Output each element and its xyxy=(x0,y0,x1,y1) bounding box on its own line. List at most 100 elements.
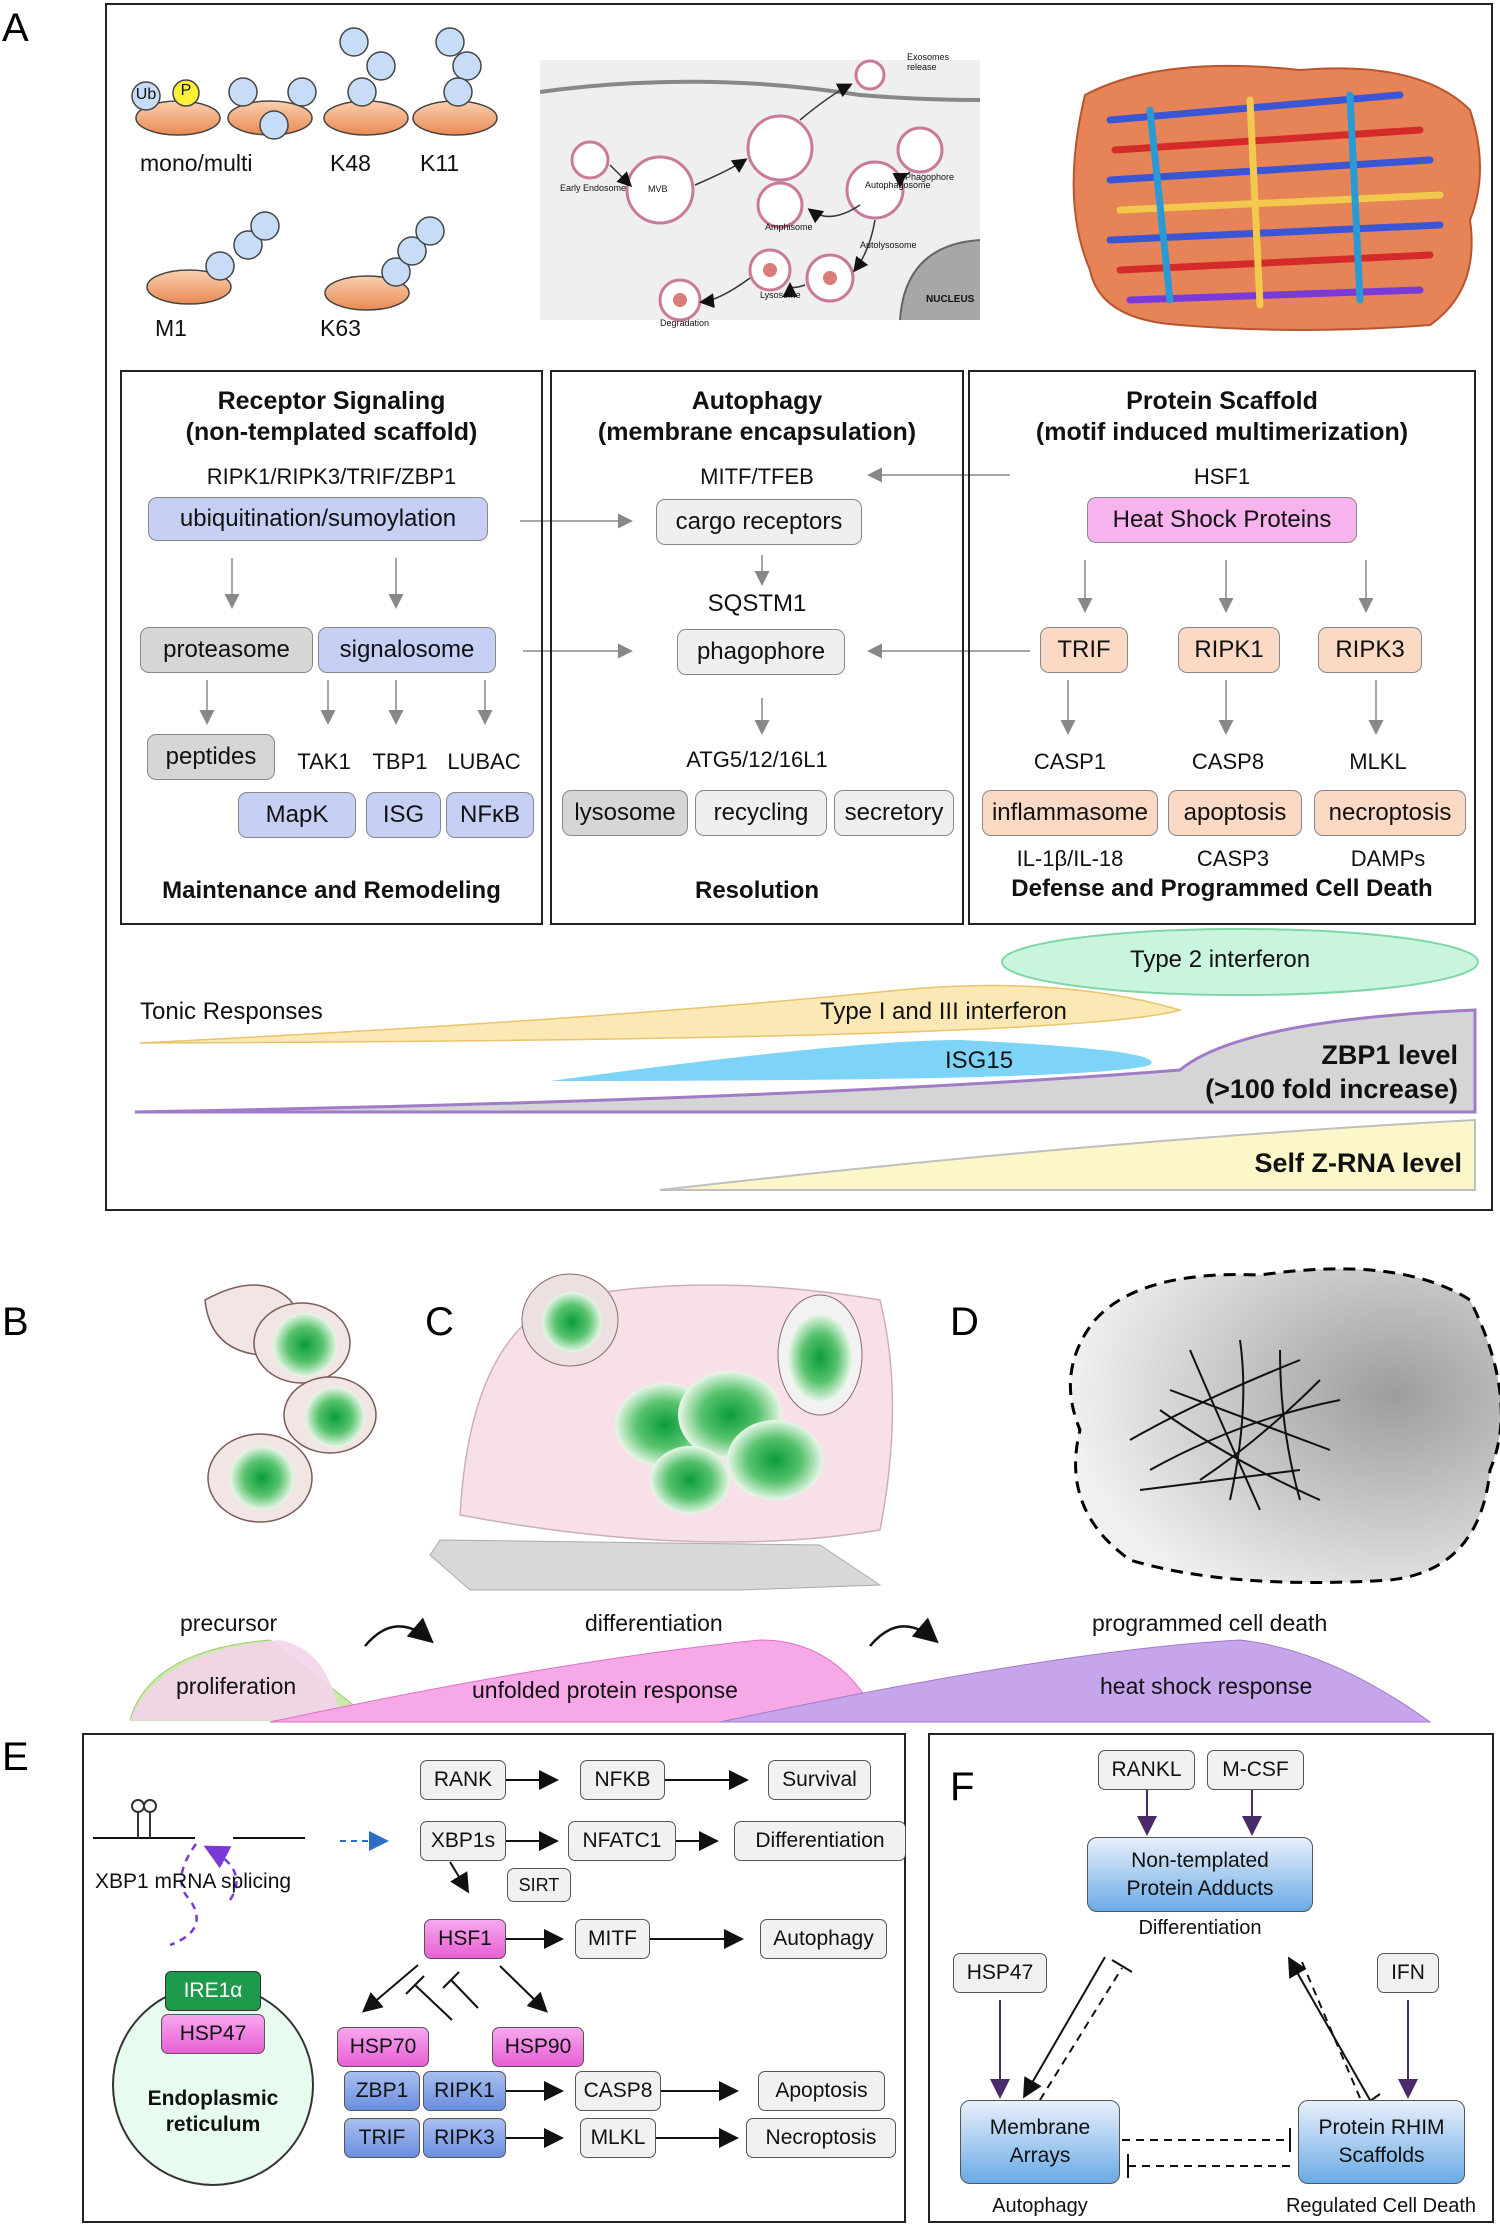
hsp70-box: HSP70 xyxy=(337,2027,429,2067)
isg15-label: ISG15 xyxy=(945,1047,1014,1074)
response-wedges xyxy=(134,928,1479,1191)
ubiquitination-box: ubiquitination/sumoylation xyxy=(148,497,488,541)
damps-label: DAMPs xyxy=(1350,846,1426,871)
regulated-cell-death-label: Regulated Cell Death xyxy=(1285,2195,1477,2217)
type2-interferon-label: Type 2 interferon xyxy=(1130,946,1311,973)
proteasome-box: proteasome xyxy=(140,627,313,673)
necroptosis-box: necroptosis xyxy=(1314,790,1466,836)
ifn-box: IFN xyxy=(1377,1953,1439,1993)
mitf-box: MITF xyxy=(575,1919,650,1959)
prs-line-1: Protein RHIM xyxy=(1318,2116,1445,2139)
amyloid-fibril-structure xyxy=(1072,64,1481,331)
k11-label: K11 xyxy=(420,150,460,176)
autophagy-subtitle: (membrane encapsulation) xyxy=(597,418,917,446)
secretory-box: secretory xyxy=(834,790,954,836)
zbp1-fold-label: (>100 fold increase) xyxy=(1205,1074,1458,1104)
proliferation-label: proliferation xyxy=(176,1673,297,1699)
mitf-tfeb-label: MITF/TFEB xyxy=(700,464,814,489)
casp8-e-box: CASP8 xyxy=(575,2071,661,2111)
panel-f-frame xyxy=(928,1733,1494,2223)
autophagy-panel: Autophagy (membrane encapsulation) MITF/… xyxy=(550,370,964,925)
early-endosome-label: Early Endosome xyxy=(560,183,627,193)
panel-e-arrows xyxy=(361,1770,749,2148)
hsf1-label: HSF1 xyxy=(1193,464,1251,489)
receptor-top-label: RIPK1/RIPK3/TRIF/ZBP1 xyxy=(206,464,457,489)
peptides-box: peptides xyxy=(147,734,275,780)
non-templated-adducts-box: Non-templated Protein Adducts xyxy=(1087,1837,1313,1912)
panel-a-arrows xyxy=(199,467,1384,735)
receptor-signaling-panel: Receptor Signaling (non-templated scaffo… xyxy=(120,370,543,925)
signalosome-box: signalosome xyxy=(318,627,496,673)
phagophore-box: phagophore xyxy=(677,629,845,675)
lysosome-fig-label: Lysosome xyxy=(760,290,801,300)
z-rna-level-label: Self Z-RNA level xyxy=(1254,1148,1462,1178)
rank-box: RANK xyxy=(420,1760,506,1800)
lubac-label: LUBAC xyxy=(447,749,521,774)
panel-f-arrows xyxy=(990,1790,1418,2178)
k63-label: K63 xyxy=(320,315,361,341)
mlkl-e-box: MLKL xyxy=(580,2118,656,2158)
differentiation-label: differentiation xyxy=(585,1610,723,1636)
scaffold-subtitle: (motif induced multimerization) xyxy=(1035,418,1409,446)
panel-label-a: A xyxy=(2,6,29,50)
panel-a-frame xyxy=(105,3,1493,1211)
dead-cell xyxy=(1068,1267,1500,1584)
lysosome-box: lysosome xyxy=(562,790,688,836)
survival-box: Survival xyxy=(768,1760,871,1800)
vesicle-illustration xyxy=(539,59,981,322)
mvb-label: MVB xyxy=(648,184,668,194)
ma-line-2: Arrays xyxy=(1009,2144,1071,2167)
trif-box: TRIF xyxy=(1040,627,1128,673)
apoptosis-box: apoptosis xyxy=(1168,790,1302,836)
nucleus-label: NUCLEUS xyxy=(926,294,975,305)
apoptosis-e-box: Apoptosis xyxy=(758,2071,885,2111)
autophagy-e-box: Autophagy xyxy=(760,1919,887,1959)
stage-wedges xyxy=(129,1617,1432,1723)
isg-box: ISG xyxy=(366,792,441,838)
ntpa-line-2: Protein Adducts xyxy=(1126,1876,1274,1900)
casp1-label: CASP1 xyxy=(1033,749,1107,774)
mcsf-box: M-CSF xyxy=(1207,1750,1304,1790)
hsp90-box: HSP90 xyxy=(492,2027,584,2067)
zbp1-level-label: ZBP1 level xyxy=(1321,1040,1458,1070)
xbp1-splicing-label: XBP1 mRNA splicing xyxy=(95,1870,292,1893)
autophagosome-label: Autophagosome xyxy=(865,180,931,190)
ripk3-e-box: RIPK3 xyxy=(423,2118,506,2158)
heat-shock-proteins-box: Heat Shock Proteins xyxy=(1087,497,1357,543)
sqstm1-label: SQSTM1 xyxy=(707,590,807,617)
autolysosome-label: Autolysosome xyxy=(860,240,917,250)
hsf1-e-box: HSF1 xyxy=(424,1919,506,1959)
type13-interferon-label: Type I and III interferon xyxy=(820,998,1067,1025)
autophagy-f-label: Autophagy xyxy=(992,2195,1088,2217)
programmed-cell-death-label: programmed cell death xyxy=(1092,1610,1328,1636)
il-label: IL-1β/IL-18 xyxy=(1016,846,1124,871)
sirt-box: SIRT xyxy=(507,1868,571,1902)
xbp1s-box: XBP1s xyxy=(420,1821,506,1861)
receptor-subtitle: (non-templated scaffold) xyxy=(185,418,478,446)
mapk-box: MapK xyxy=(238,792,356,838)
er-hsp47-box: HSP47 xyxy=(161,2014,265,2054)
rankl-box: RANKL xyxy=(1098,1750,1195,1790)
panel-label-b: B xyxy=(2,1300,29,1344)
nfatc1-box: NFATC1 xyxy=(568,1821,676,1861)
hsp47-f-box: HSP47 xyxy=(953,1953,1047,1993)
receptor-footer: Maintenance and Remodeling xyxy=(162,877,501,904)
precursor-cells xyxy=(204,1284,377,1523)
differentiation-f-label: Differentiation xyxy=(1138,1917,1262,1939)
upr-label: unfolded protein response xyxy=(472,1677,738,1703)
er-label-2: reticulum xyxy=(165,2113,261,2136)
panel-label-d: D xyxy=(950,1300,979,1344)
inflammasome-box: inflammasome xyxy=(982,790,1158,836)
prs-line-2: Scaffolds xyxy=(1338,2144,1425,2167)
atg-label: ATG5/12/16L1 xyxy=(686,747,828,772)
phagophore-fig-label: Phagophore xyxy=(905,172,955,182)
receptor-title: Receptor Signaling xyxy=(217,387,446,415)
panel-e-frame xyxy=(82,1733,906,2223)
m1-label: M1 xyxy=(155,315,187,341)
ma-line-1: Membrane xyxy=(989,2116,1091,2139)
autophagy-footer: Resolution xyxy=(695,877,819,904)
casp3-label: CASP3 xyxy=(1196,846,1270,871)
differentiated-cell xyxy=(429,1273,894,1591)
mono-multi-label: mono/multi xyxy=(140,150,253,176)
ire1a-box: IRE1α xyxy=(165,1971,261,2011)
